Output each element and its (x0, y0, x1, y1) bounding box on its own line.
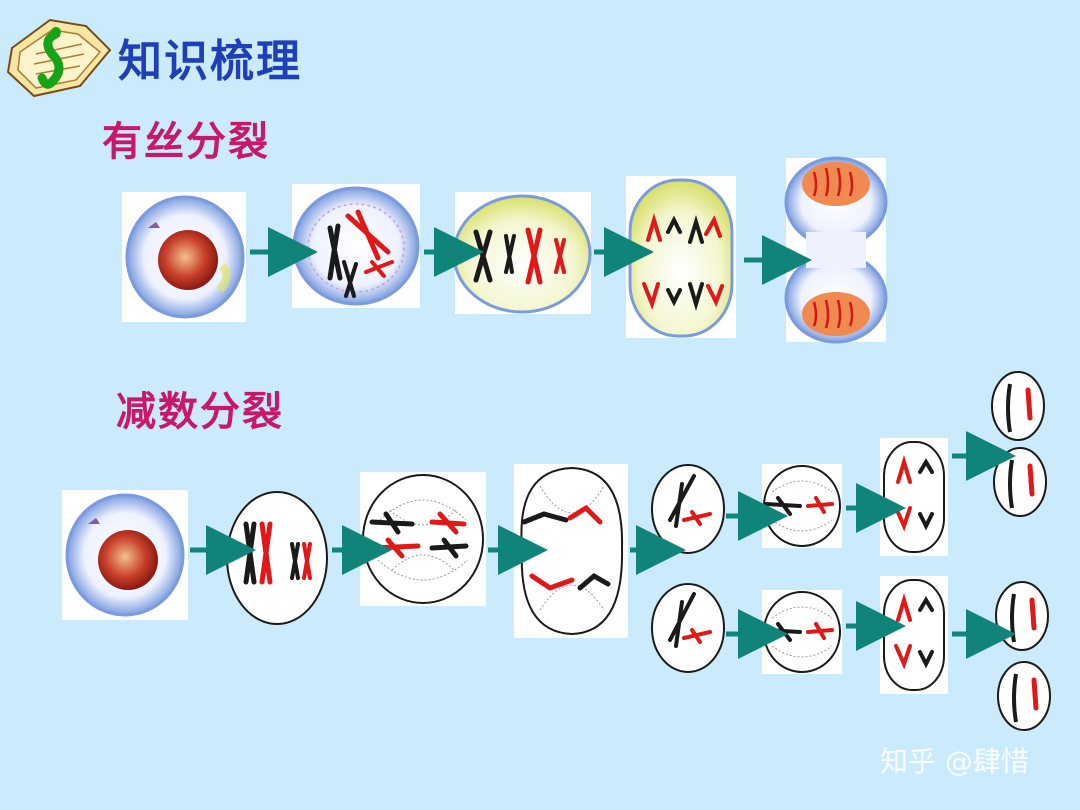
meiosis-prophase-II-cell-lower (651, 583, 725, 673)
meiosis-gamete-4 (997, 661, 1051, 731)
mitosis-arrows (250, 227, 812, 285)
meiosis-label: 减数分裂 (116, 389, 284, 435)
meiosis-metaphase-II-cell-upper (762, 464, 842, 548)
meiosis-gamete-1 (991, 371, 1045, 441)
mitosis-metaphase-cell (452, 192, 592, 314)
meiosis-metaphase-II-cell-lower (762, 590, 842, 674)
meiosis-gamete-3 (995, 581, 1049, 651)
meiosis-gamete-2 (993, 447, 1047, 517)
mitosis-prophase-cell (292, 184, 420, 308)
meiosis-prophase-II-cell-upper (651, 464, 725, 554)
mitosis-interphase-cell (122, 192, 246, 322)
meiosis-anaphase-II-cell-upper (880, 438, 948, 556)
mitosis-label: 有丝分裂 (102, 119, 270, 165)
watermark: 知乎 @肆惜 (880, 745, 1029, 778)
meiosis-metaphase-I-cell (360, 472, 486, 606)
mitosis-anaphase-cell (626, 176, 736, 338)
meiosis-arrows (190, 431, 1016, 659)
notebook-logo-icon (6, 18, 112, 98)
slide-title: 知识梳理 (118, 36, 302, 87)
mitosis-telophase-cell (784, 156, 888, 344)
meiosis-anaphase-I-cell (514, 464, 628, 638)
meiosis-prophase-I-cell (226, 491, 328, 625)
meiosis-anaphase-II-cell-lower (880, 576, 948, 694)
meiosis-interphase-cell (62, 490, 188, 620)
